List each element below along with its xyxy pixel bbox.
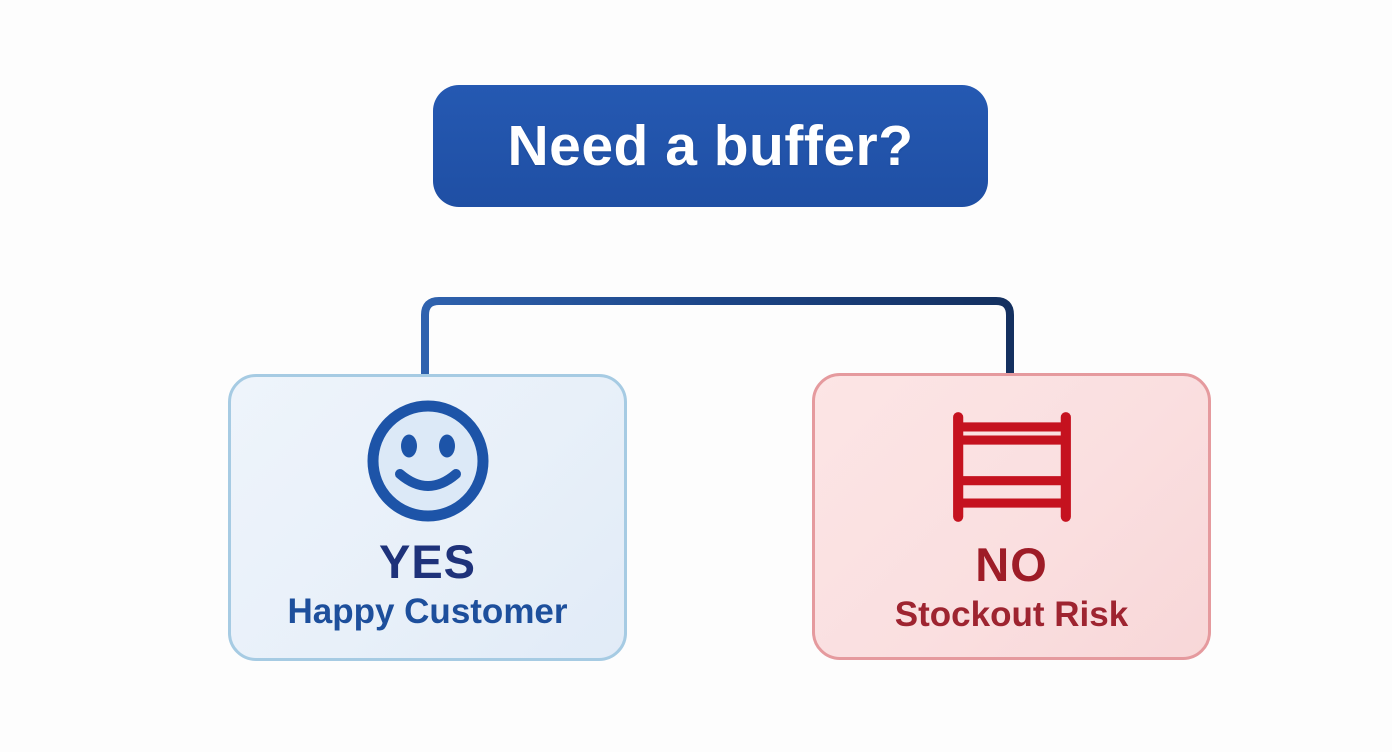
empty-shelf-rack-icon [952,412,1071,522]
root-node: Need a buffer? [433,85,988,207]
branch-no-label: NO [975,538,1048,591]
smiley-face-icon [367,400,488,522]
branch-yes-box: YES Happy Customer [228,374,627,661]
branch-yes-label: YES [378,535,477,588]
root-node-label: Need a buffer? [507,114,914,178]
connector-bracket [421,297,1014,380]
branch-no-sublabel: Stockout Risk [894,595,1129,635]
branch-no-box: NO Stockout Risk [812,373,1211,660]
branch-yes-sublabel: Happy Customer [287,592,568,632]
